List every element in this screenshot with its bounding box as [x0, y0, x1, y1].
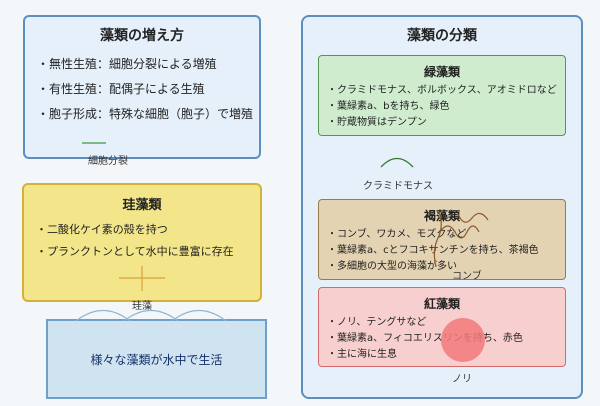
growth-item: ・有性生殖：配偶子による生殖 — [37, 82, 205, 96]
brown-algae-title: 褐藻類 — [423, 209, 460, 223]
green-algae-item: ・貯蔵物質はデンプン — [327, 117, 427, 128]
diatom-title: 珪藻類 — [122, 198, 162, 213]
kombu-icon — [433, 211, 489, 268]
brown-algae-box: 褐藻類 ・コンブ、ワカメ、モズクなど ・葉緑素a、cとフコキサンチンを持ち、茶褐… — [318, 199, 566, 280]
diatom-icon — [119, 266, 165, 291]
nori-label: ノリ — [452, 374, 472, 385]
red-algae-list: ・ノリ、テングサなど ・葉緑素a、フィコエリスリンを持ち、赤色 ・主に海に生息 — [327, 315, 523, 363]
growth-title: 藻類の増え方 — [100, 28, 184, 44]
brown-algae-item: ・多細胞の大型の海藻が多い — [327, 261, 457, 272]
brown-algae-list: ・コンブ、ワカメ、モズクなど ・葉緑素a、cとフコキサンチンを持ち、茶褐色 ・多… — [327, 227, 539, 275]
green-algae-item: ・クラミドモナス、ボルボックス、アオミドロなど — [327, 85, 557, 96]
water-box: 様々な藻類が水中で生活 — [46, 319, 267, 399]
green-algae-list: ・クラミドモナス、ボルボックス、アオミドロなど ・葉緑素a、bを持ち、緑色 ・貯… — [327, 83, 557, 131]
diatom-label: 珪藻 — [132, 301, 152, 312]
growth-item: ・胞子形成：特殊な細胞（胞子）で増殖 — [37, 107, 254, 121]
chlamydomonas-label: クラミドモナス — [363, 181, 433, 192]
chlamydomonas-icon — [380, 157, 414, 168]
green-algae-box: 緑藻類 ・クラミドモナス、ボルボックス、アオミドロなど ・葉緑素a、bを持ち、緑… — [318, 55, 566, 136]
kombu-label: コンブ — [452, 271, 482, 282]
green-algae-item: ・葉緑素a、bを持ち、緑色 — [327, 101, 450, 112]
diatom-item: ・プランクトンとして水中に豊富に存在 — [36, 245, 234, 258]
green-algae-title: 緑藻類 — [423, 65, 460, 79]
growth-panel: 藻類の増え方 ・無性生殖：細胞分裂による増殖 ・有性生殖：配偶子による生殖 ・胞… — [23, 15, 261, 159]
classification-title: 藻類の分類 — [407, 28, 477, 44]
nori-icon — [441, 318, 485, 362]
red-algae-item: ・主に海に生息 — [327, 349, 397, 360]
water-caption: 様々な藻類が水中で生活 — [90, 353, 223, 367]
growth-list: ・無性生殖：細胞分裂による増殖 ・有性生殖：配偶子による生殖 ・胞子形成：特殊な… — [37, 52, 253, 127]
diatom-list: ・二酸化ケイ素の殻を持つ ・プランクトンとして水中に豊富に存在 — [36, 219, 234, 263]
red-algae-title: 紅藻類 — [423, 297, 460, 311]
growth-item: ・無性生殖：細胞分裂による増殖 — [37, 57, 217, 71]
red-algae-item: ・葉緑素a、フィコエリスリンを持ち、赤色 — [327, 333, 523, 344]
wave-icon — [75, 309, 227, 322]
brown-algae-item: ・葉緑素a、cとフコキサンチンを持ち、茶褐色 — [327, 245, 539, 256]
red-algae-box: 紅藻類 ・ノリ、テングサなど ・葉緑素a、フィコエリスリンを持ち、赤色 ・主に海… — [318, 287, 566, 367]
diatom-item: ・二酸化ケイ素の殻を持つ — [36, 223, 168, 236]
brown-algae-item: ・コンブ、ワカメ、モズクなど — [327, 229, 467, 240]
red-algae-item: ・ノリ、テングサなど — [327, 317, 427, 328]
cell-division-label: 細胞分裂 — [88, 156, 128, 167]
